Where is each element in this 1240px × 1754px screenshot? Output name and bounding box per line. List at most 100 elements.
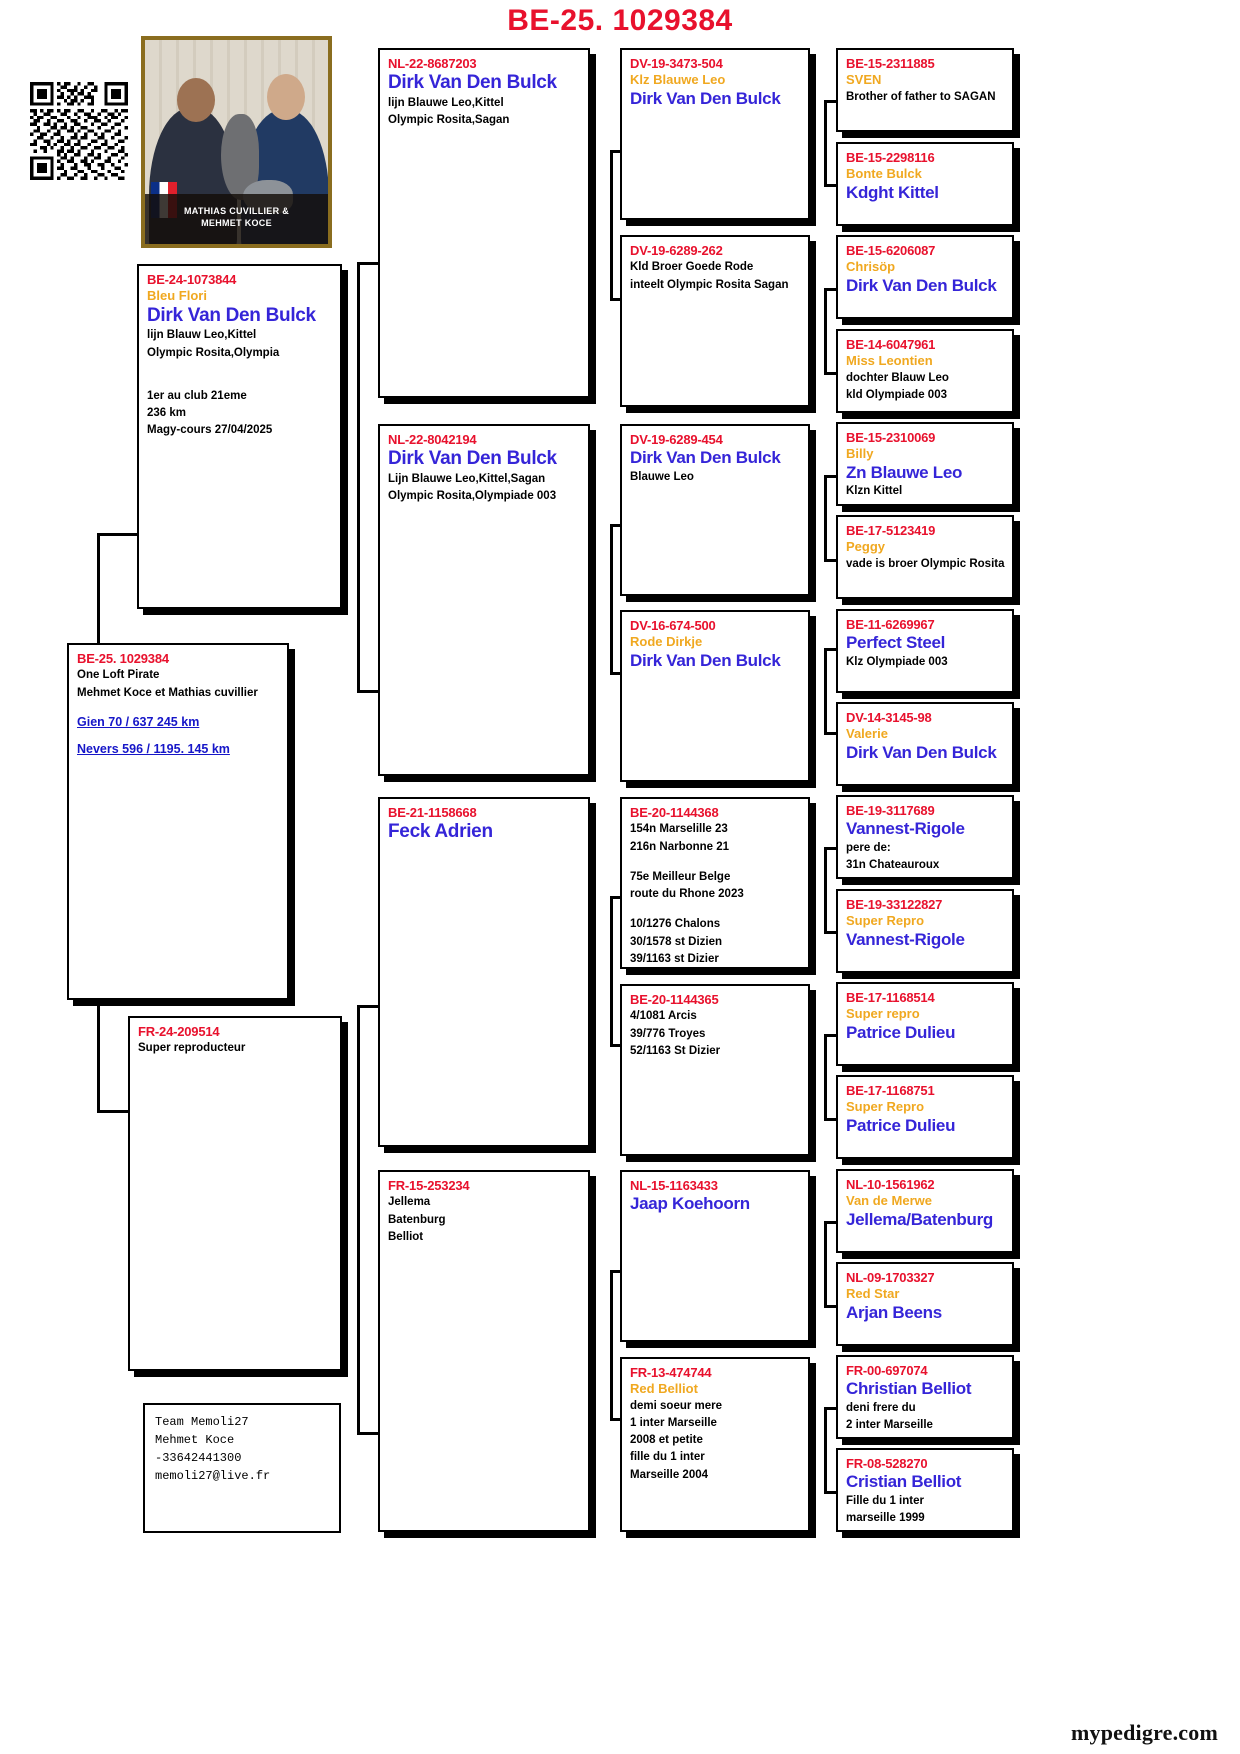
photo-head-right — [267, 74, 305, 120]
connector — [824, 1407, 827, 1493]
pigeon-note: Klzn Kittel — [846, 484, 903, 497]
pigeon-note: Jellema — [388, 1196, 431, 1209]
pigeon-nickname: Chrisöp — [846, 259, 896, 275]
pedigree-card-gen4-14[interactable]: FR-00-697074 Christian Belliot deni frer… — [836, 1355, 1014, 1439]
connector — [824, 288, 827, 374]
pedigree-card-gen3-5[interactable]: BE-20-1144365 4/1081 Arcis 39/776 Troyes… — [620, 984, 810, 1156]
ring-number: FR-15-253234 — [388, 1178, 470, 1193]
pigeon-note: 2 inter Marseille — [846, 1418, 933, 1431]
ring-number: DV-19-3473-504 — [630, 56, 723, 71]
pedigree-card-gen4-11[interactable]: BE-17-1168751 Super Repro Patrice Dulieu — [836, 1075, 1014, 1159]
ring-number: DV-14-3145-98 — [846, 710, 932, 725]
pedigree-card-gen4-4[interactable]: BE-15-2310069 Billy Zn Blauwe Leo Klzn K… — [836, 422, 1014, 506]
breeder-photo: MATHIAS CUVILLIER & MEHMET KOCE — [141, 36, 332, 248]
connector — [357, 1432, 379, 1435]
pigeon-note: 52/1163 St Dizier — [630, 1044, 721, 1057]
breeder-name: Cristian Belliot — [846, 1472, 962, 1492]
connector — [610, 1418, 622, 1421]
ring-number: NL-10-1561962 — [846, 1177, 935, 1192]
connector — [824, 931, 836, 934]
ring-number: BE-17-1168751 — [846, 1083, 935, 1098]
pigeon-note: 39/1163 st Dizier — [630, 952, 719, 965]
pigeon-note: demi soeur mere — [630, 1399, 723, 1412]
race-result-link[interactable]: Gien 70 / 637 245 km — [77, 714, 200, 729]
ring-number: NL-09-1703327 — [846, 1270, 935, 1285]
pedigree-card-gen3-1[interactable]: DV-19-6289-262 Kld Broer Goede Rode inte… — [620, 235, 810, 407]
spacer — [147, 362, 332, 375]
pedigree-card-gen4-10[interactable]: BE-17-1168514 Super repro Patrice Dulieu — [836, 982, 1014, 1066]
ring-number: BE-24-1073844 — [147, 272, 237, 287]
ring-number: FR-00-697074 — [846, 1363, 928, 1378]
ring-number: NL-22-8042194 — [388, 432, 477, 447]
breeder-name: Perfect Steel — [846, 633, 946, 653]
pigeon-note: 30/1578 st Dizien — [630, 935, 723, 948]
pedigree-card-gen4-3[interactable]: BE-14-6047961 Miss Leontien dochter Blau… — [836, 329, 1014, 413]
pigeon-nickname: Van de Merwe — [846, 1193, 932, 1209]
pigeon-note: fille du 1 inter — [630, 1451, 705, 1464]
pedigree-card-gen2-2[interactable]: BE-21-1158668 Feck Adrien — [378, 797, 590, 1147]
photo-head-left — [177, 78, 215, 122]
connector — [824, 100, 836, 103]
ring-number: FR-13-474744 — [630, 1365, 712, 1380]
breeder-name: Dirk Van Den Bulck — [388, 72, 557, 94]
photo-caption-line1: MATHIAS CUVILLIER & — [183, 206, 290, 216]
pedigree-card-subject[interactable]: BE-25. 1029384 One Loft Pirate Mehmet Ko… — [67, 643, 289, 1000]
ring-number: BE-19-33122827 — [846, 897, 943, 912]
pedigree-card-gen4-12[interactable]: NL-10-1561962 Van de Merwe Jellema/Baten… — [836, 1169, 1014, 1253]
breeder-name: Feck Adrien — [388, 821, 493, 843]
pedigree-card-gen4-9[interactable]: BE-19-33122827 Super Repro Vannest-Rigol… — [836, 889, 1014, 973]
pigeon-nickname: Red Belliot — [630, 1381, 698, 1397]
connector — [357, 690, 379, 693]
pedigree-card-gen2-1[interactable]: NL-22-8042194 Dirk Van Den Bulck Lijn Bl… — [378, 424, 590, 776]
pigeon-note: Marseille 2004 — [630, 1468, 709, 1481]
pigeon-nickname: Super Repro — [846, 1099, 925, 1115]
ring-number: BE-20-1144368 — [630, 805, 719, 820]
pigeon-note: 2008 et petite — [630, 1434, 703, 1446]
connector — [610, 1270, 622, 1273]
pigeon-note: Mehmet Koce et Mathias cuvillier — [77, 686, 258, 699]
breeder-name: Dirk Van Den Bulck — [630, 88, 781, 108]
pedigree-card-gen4-13[interactable]: NL-09-1703327 Red Star Arjan Beens — [836, 1262, 1014, 1346]
pedigree-card-gen2-3[interactable]: FR-15-253234 Jellema Batenburg Belliot — [378, 1170, 590, 1532]
pigeon-note: Olympic Rosita,Sagan — [388, 114, 510, 127]
pedigree-card-gen3-4[interactable]: BE-20-1144368 154n Marselille 23 216n Na… — [620, 797, 810, 969]
pedigree-card-gen2-0[interactable]: NL-22-8687203 Dirk Van Den Bulck lijn Bl… — [378, 48, 590, 398]
pedigree-card-gen3-7[interactable]: FR-13-474744 Red Belliot demi soeur mere… — [620, 1357, 810, 1532]
breeder-name: Zn Blauwe Leo — [846, 462, 963, 482]
pedigree-card-gen4-15[interactable]: FR-08-528270 Cristian Belliot Fille du 1… — [836, 1448, 1014, 1532]
connector — [357, 1005, 360, 1435]
pedigree-card-gen4-0[interactable]: BE-15-2311885 SVEN Brother of father to … — [836, 48, 1014, 132]
pedigree-card-gen4-2[interactable]: BE-15-6206087 Chrisöp Dirk Van Den Bulck — [836, 235, 1014, 319]
pedigree-card-gen3-2[interactable]: DV-19-6289-454 Dirk Van Den Bulck Blauwe… — [620, 424, 810, 596]
pedigree-card-gen4-6[interactable]: BE-11-6269967 Perfect Steel Klz Olympiad… — [836, 609, 1014, 693]
pedigree-card-gen4-7[interactable]: DV-14-3145-98 Valerie Dirk Van Den Bulck — [836, 702, 1014, 786]
photo-caption-line2: MEHMET KOCE — [201, 218, 272, 229]
connector — [357, 262, 379, 265]
breeder-name: Christian Belliot — [846, 1379, 972, 1399]
ring-number: BE-15-2311885 — [846, 56, 935, 71]
page-title: BE-25. 1029384 — [507, 4, 733, 37]
pedigree-card-gen4-1[interactable]: BE-15-2298116 Bonte Bulck Kdght Kittel — [836, 142, 1014, 226]
ring-number: BE-17-5123419 — [846, 523, 936, 538]
pedigree-card-gen4-5[interactable]: BE-17-5123419 Peggy vade is broer Olympi… — [836, 515, 1014, 599]
spacer — [77, 729, 279, 742]
pigeon-nickname: Bonte Bulck — [846, 166, 922, 182]
connector — [824, 1221, 827, 1307]
race-result-link[interactable]: Nevers 596 / 1195. 145 km — [77, 741, 230, 756]
pigeon-note: Olympic Rosita,Olympia — [147, 346, 280, 359]
connector — [610, 672, 622, 675]
spacer — [630, 856, 800, 869]
pedigree-card-gen4-8[interactable]: BE-19-3117689 Vannest-Rigole pere de: 31… — [836, 795, 1014, 879]
connector — [610, 1270, 613, 1420]
pigeon-nickname: Peggy — [846, 539, 886, 555]
pigeon-nickname: Billy — [846, 446, 874, 462]
ring-number: BE-21-1158668 — [388, 805, 477, 820]
pedigree-card-gen3-6[interactable]: NL-15-1163433 Jaap Koehoorn — [620, 1170, 810, 1342]
pedigree-card-sire[interactable]: BE-24-1073844 Bleu Flori Dirk Van Den Bu… — [137, 264, 342, 609]
pigeon-note: lijn Blauw Leo,Kittel — [147, 329, 257, 342]
photo-caption: MATHIAS CUVILLIER & MEHMET KOCE — [145, 194, 328, 244]
pedigree-card-gen3-3[interactable]: DV-16-674-500 Rode Dirkje Dirk Van Den B… — [620, 610, 810, 782]
pedigree-card-gen3-0[interactable]: DV-19-3473-504 Klz Blauwe Leo Dirk Van D… — [620, 48, 810, 220]
pedigree-card-dam[interactable]: FR-24-209514 Super reproducteur — [128, 1016, 342, 1371]
connector — [824, 1034, 836, 1037]
